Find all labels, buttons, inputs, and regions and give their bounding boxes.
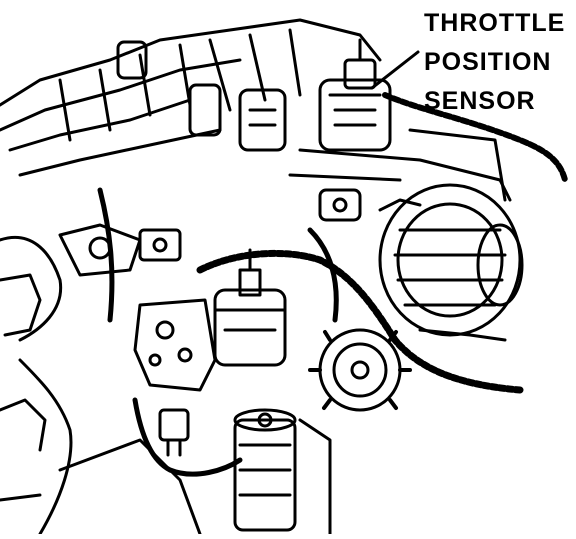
label-line-1: THROTTLE (424, 9, 566, 37)
lower-hose (132, 397, 243, 477)
intake-manifold (0, 18, 382, 177)
label-line-2: POSITION (424, 48, 552, 76)
left-hoses (0, 187, 115, 536)
alternator (378, 183, 524, 337)
hose (196, 227, 524, 394)
upper-block (288, 148, 512, 222)
frame (0, 328, 507, 536)
leader-line (370, 50, 420, 90)
left-bracket (58, 223, 217, 392)
pulley (308, 328, 412, 412)
center-unit (213, 248, 287, 367)
throttle-body (318, 38, 392, 152)
label-line-3: SENSOR (424, 87, 536, 115)
throttle-position-sensor-label: THROTTLE POSITION SENSOR (424, 4, 574, 121)
oil-filter (233, 408, 297, 532)
